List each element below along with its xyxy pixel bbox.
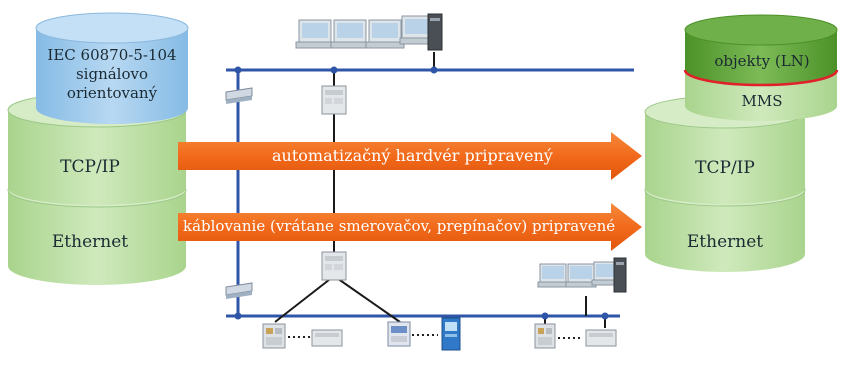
right-ethernet-cylinder xyxy=(645,190,805,272)
ied-device-icon xyxy=(311,329,343,347)
workstations-top xyxy=(295,13,443,51)
arrow-cabling-label: káblovanie (vrátane smerovačov, prepínač… xyxy=(183,217,616,235)
right-protocol-stack xyxy=(644,14,839,272)
left-ethernet-label: Ethernet xyxy=(51,232,129,252)
right-objects-cylinder xyxy=(685,30,837,85)
ied-device-icon xyxy=(262,323,286,349)
monitor-icon xyxy=(330,19,370,49)
arrow-cabling xyxy=(178,203,642,251)
link-left-branch xyxy=(274,275,335,323)
monitor-icon xyxy=(565,263,597,288)
right-red-separator xyxy=(683,69,839,87)
ied-device-icon xyxy=(387,321,411,347)
monitor-icon xyxy=(591,261,621,286)
switch-icon xyxy=(225,282,253,299)
workstations-bottom xyxy=(537,257,627,293)
link-right-branch xyxy=(333,275,401,323)
monitor-icon xyxy=(399,15,435,45)
pc-tower-icon xyxy=(613,257,627,293)
controller-icon xyxy=(321,251,347,281)
left-iec-top xyxy=(35,12,189,44)
monitor-icon xyxy=(365,19,405,49)
ied-device-icon xyxy=(534,323,556,349)
switch-icon xyxy=(225,87,253,104)
right-objects-top xyxy=(684,14,838,46)
iec-label-line-2: signálovo xyxy=(75,65,149,83)
left-ethernet-cylinder xyxy=(8,190,186,285)
objects-label: objekty (LN) xyxy=(714,52,810,70)
mms-label: MMS xyxy=(741,92,783,110)
left-tcpip-label: TCP/IP xyxy=(60,157,120,177)
right-tcpip-label: TCP/IP xyxy=(695,158,755,178)
left-protocol-stack xyxy=(7,12,189,285)
network-lines xyxy=(226,68,634,318)
field-devices xyxy=(262,317,617,351)
monitor-icon xyxy=(295,19,335,49)
iec-label-line-3: orientovaný xyxy=(66,84,158,102)
ied-device-icon xyxy=(441,317,461,351)
left-iec-cylinder xyxy=(36,28,188,124)
right-tcpip-cylinder xyxy=(645,112,805,204)
left-tcpip-cylinder xyxy=(8,110,186,205)
controller-devices xyxy=(321,85,347,281)
network-switches xyxy=(225,87,253,299)
right-ethernet-label: Ethernet xyxy=(686,232,764,252)
controller-icon xyxy=(321,85,347,115)
arrow-automation xyxy=(178,132,642,180)
pc-tower-icon xyxy=(427,13,443,51)
iec-label-line-1: IEC 60870-5-104 xyxy=(47,46,177,64)
bus-junctions xyxy=(234,66,609,320)
arrow-automation-label: automatizačný hardvér pripravený xyxy=(272,146,553,165)
ied-device-icon xyxy=(585,329,617,347)
monitor-icon xyxy=(537,263,569,288)
iec-label: IEC 60870-5-104 signálovo orientovaný xyxy=(44,46,180,103)
